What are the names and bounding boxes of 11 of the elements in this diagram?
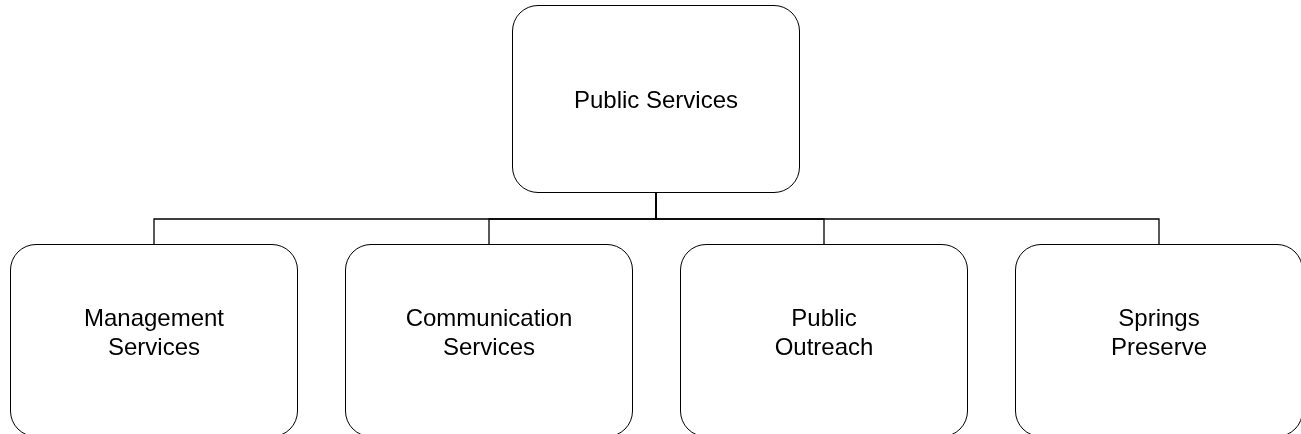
box-label: Communication Services xyxy=(405,302,573,361)
connector-line xyxy=(655,192,1160,245)
box-label: Management Services xyxy=(83,302,225,361)
box-label: Springs Preserve xyxy=(1111,302,1207,361)
org-box xyxy=(512,5,800,193)
box-label: Public Outreach xyxy=(774,302,874,361)
org-box xyxy=(10,244,298,434)
org-box xyxy=(680,244,968,434)
org-box xyxy=(1015,244,1301,434)
box-label: Public Services xyxy=(573,84,739,114)
org-box xyxy=(345,244,633,434)
